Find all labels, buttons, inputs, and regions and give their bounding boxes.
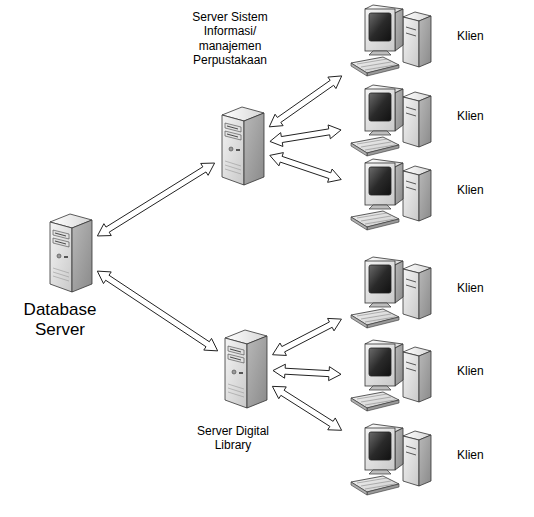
- server-graphic: [222, 107, 264, 185]
- server-icon: [218, 105, 266, 187]
- computer-graphic: [351, 5, 431, 76]
- node-label: Server Sistem Informasi/ manajemen Perpu…: [175, 10, 285, 68]
- bidirectional-arrow: [272, 386, 341, 430]
- computer-graphic: [351, 257, 431, 328]
- bidirectional-arrow: [273, 364, 341, 380]
- client-computer: Klien: [345, 338, 520, 416]
- computer-graphic: [351, 159, 431, 230]
- computer-graphic: [351, 85, 431, 156]
- client-computer: Klien: [345, 157, 520, 235]
- computer-icon: [345, 255, 435, 333]
- server-icon: [221, 328, 269, 410]
- client-computer: Klien: [345, 422, 520, 500]
- bidirectional-arrow: [270, 125, 341, 147]
- library-management-server: Server Sistem Informasi/ manajemen Perpu…: [175, 8, 285, 190]
- client-computer: Klien: [345, 255, 520, 333]
- bidirectional-arrow: [97, 163, 214, 236]
- computer-icon: [345, 83, 435, 161]
- node-label: Klien: [457, 281, 517, 295]
- node-label: Database Server: [8, 300, 112, 341]
- bidirectional-arrow: [270, 153, 341, 183]
- bidirectional-arrow: [273, 318, 342, 355]
- computer-icon: [345, 157, 435, 235]
- node-label: Klien: [457, 183, 517, 197]
- node-label: Klien: [457, 448, 517, 462]
- server-icon: [46, 212, 94, 294]
- node-label: Klien: [457, 364, 517, 378]
- computer-graphic: [351, 340, 431, 411]
- bidirectional-arrow: [269, 76, 341, 127]
- computer-icon: [345, 3, 435, 81]
- computer-graphic: [351, 424, 431, 495]
- computer-icon: [345, 338, 435, 416]
- server-graphic: [50, 214, 92, 292]
- client-computer: Klien: [345, 3, 520, 81]
- computer-icon: [345, 422, 435, 500]
- server-graphic: [225, 330, 267, 408]
- node-label: Server Digital Library: [178, 424, 288, 453]
- database-server: Database Server: [8, 212, 112, 344]
- node-label: Klien: [457, 109, 517, 123]
- client-computer: Klien: [345, 83, 520, 161]
- digital-library-server: Server Digital Library: [178, 328, 288, 460]
- bidirectional-arrow: [97, 271, 217, 351]
- node-label: Klien: [457, 29, 517, 43]
